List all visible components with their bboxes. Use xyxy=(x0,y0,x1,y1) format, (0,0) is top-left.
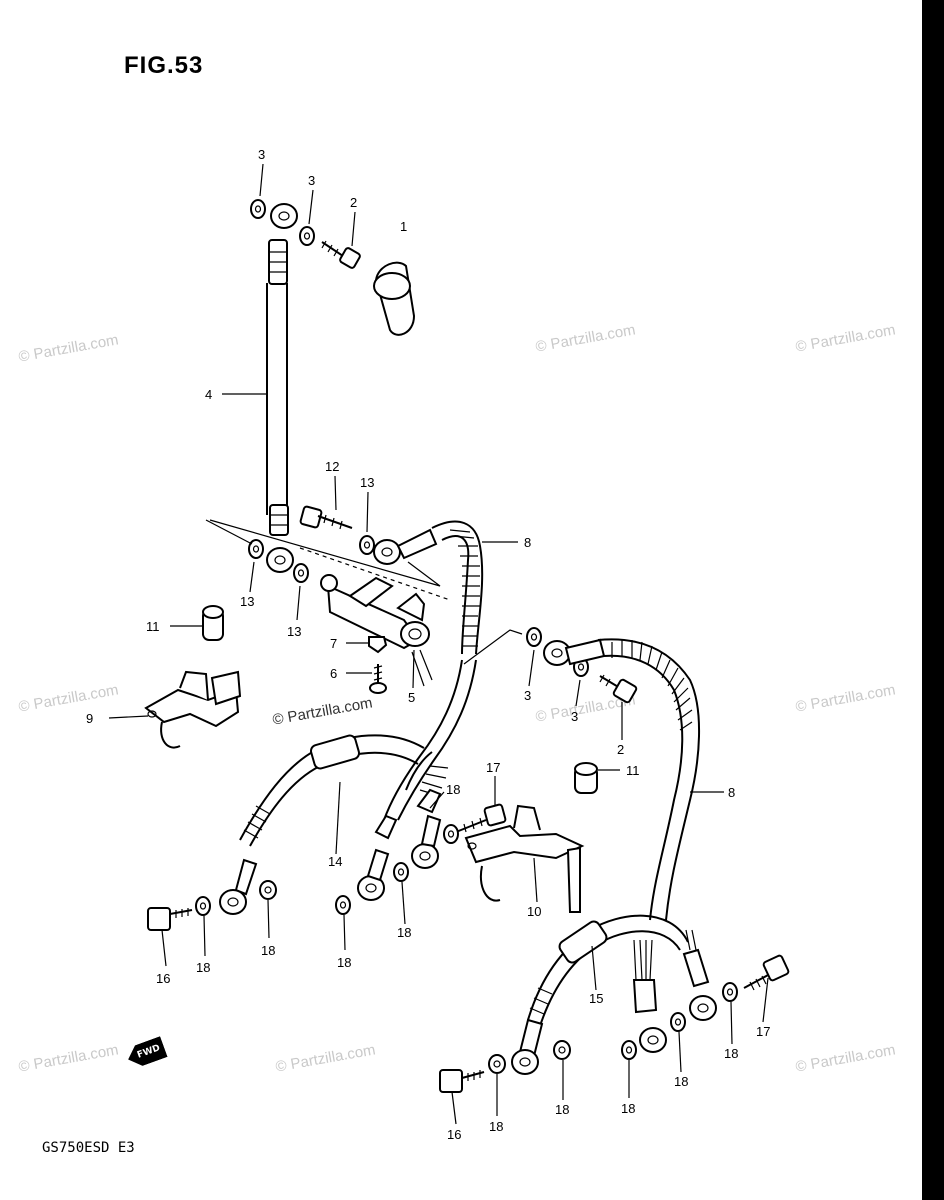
callout-5: 5 xyxy=(408,690,415,705)
part-6-screw xyxy=(369,664,387,694)
part-14-brake-hose xyxy=(219,734,449,915)
callout-2: 2 xyxy=(350,195,357,210)
callout-3: 3 xyxy=(308,173,315,188)
callout-8: 8 xyxy=(524,535,531,550)
callout-9: 9 xyxy=(86,711,93,726)
callout-18: 18 xyxy=(621,1101,635,1116)
callout-1: 1 xyxy=(400,219,407,234)
callout-18: 18 xyxy=(397,925,411,940)
callout-14: 14 xyxy=(328,854,342,869)
assembly-guide-lines xyxy=(205,519,523,665)
callout-17: 17 xyxy=(756,1024,770,1039)
part-9-clamp xyxy=(144,670,242,749)
part-11-grommet xyxy=(574,762,598,794)
scan-edge xyxy=(922,0,944,1200)
callout-18: 18 xyxy=(555,1102,569,1117)
callout-13: 13 xyxy=(360,475,374,490)
part-18-washers xyxy=(195,824,738,1074)
part-8-hose-ends xyxy=(357,788,442,901)
callout-12: 12 xyxy=(325,459,339,474)
callout-6: 6 xyxy=(330,666,337,681)
callout-11: 11 xyxy=(626,763,640,778)
callout-2: 2 xyxy=(617,742,624,757)
callout-18: 18 xyxy=(261,943,275,958)
washer-group-upper xyxy=(248,199,589,677)
part-17-union-bolt xyxy=(743,954,790,991)
callout-13: 13 xyxy=(240,594,254,609)
part-2-union-bolt xyxy=(599,674,638,704)
part-10-clamp xyxy=(464,804,585,913)
callout-18: 18 xyxy=(337,955,351,970)
callout-15: 15 xyxy=(589,991,603,1006)
callout-3: 3 xyxy=(571,709,578,724)
part-5-three-way-joint xyxy=(320,574,433,687)
part-15-brake-hose xyxy=(511,914,689,1075)
callout-13: 13 xyxy=(287,624,301,639)
callout-18: 18 xyxy=(446,782,460,797)
leader-lines xyxy=(108,163,769,1125)
part-8-hose-ends-lower xyxy=(632,929,717,1053)
callout-10: 10 xyxy=(527,904,541,919)
callout-8: 8 xyxy=(728,785,735,800)
callout-4: 4 xyxy=(205,387,212,402)
callout-17: 17 xyxy=(486,760,500,775)
part-11-grommet xyxy=(202,605,224,641)
callout-16: 16 xyxy=(156,971,170,986)
callout-18: 18 xyxy=(489,1119,503,1134)
model-code: GS750ESD E3 xyxy=(42,1140,135,1156)
part-4-brake-hose xyxy=(266,203,298,573)
callout-16: 16 xyxy=(447,1127,461,1142)
callout-7: 7 xyxy=(330,636,337,651)
part-12-union-bolt xyxy=(299,505,353,530)
part-1-cap xyxy=(373,261,416,336)
callout-18: 18 xyxy=(674,1074,688,1089)
part-17-union-bolt xyxy=(455,803,507,833)
callout-18: 18 xyxy=(724,1046,738,1061)
part-8-brake-hose-left xyxy=(373,520,484,821)
callout-labels: 3 3 2 1 4 12 13 8 13 13 11 7 6 5 9 3 3 2… xyxy=(86,147,770,1142)
callout-3: 3 xyxy=(258,147,265,162)
callout-18: 18 xyxy=(196,960,210,975)
part-2-union-bolt xyxy=(321,240,361,269)
part-16-union-bolt xyxy=(439,1069,485,1093)
callout-3: 3 xyxy=(524,688,531,703)
part-7-nut xyxy=(368,636,388,654)
part-16-union-bolt xyxy=(147,907,193,931)
callout-11: 11 xyxy=(146,619,160,634)
part-8-brake-hose-right xyxy=(543,638,700,921)
figure-title: FIG.53 xyxy=(124,52,204,79)
